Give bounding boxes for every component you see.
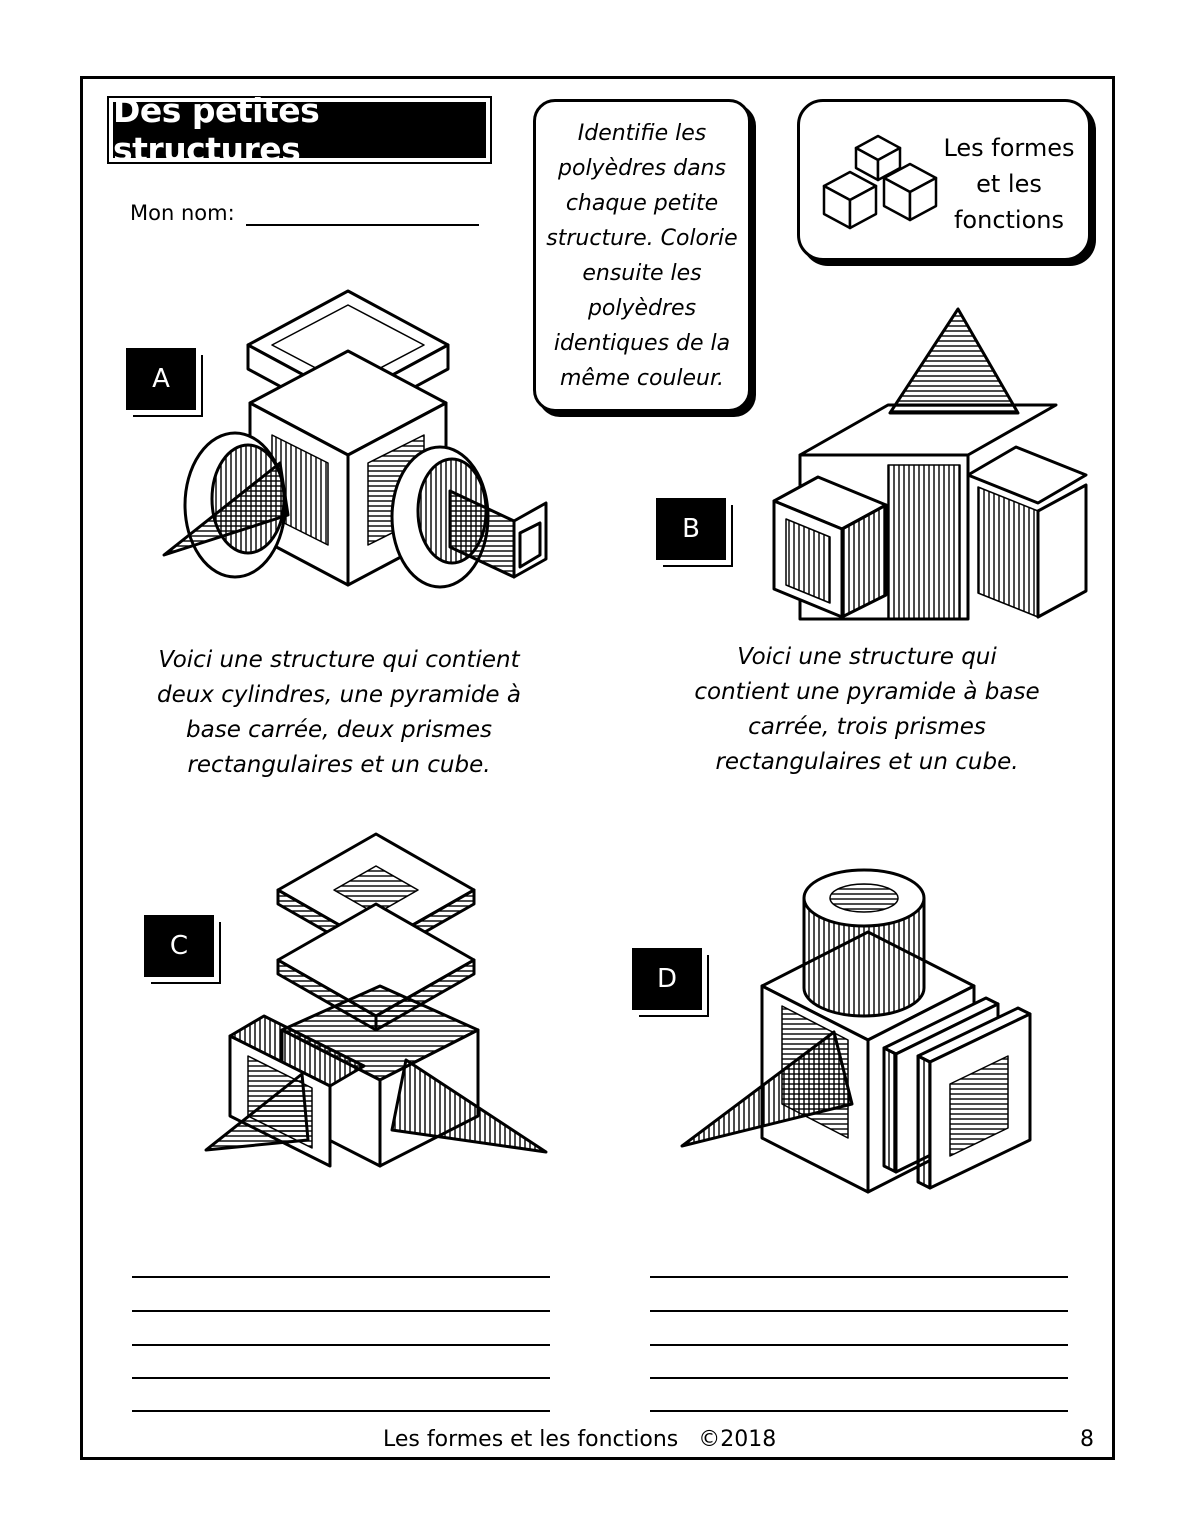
answer-line[interactable] (132, 1377, 550, 1379)
structure-b-description: Voici une structure qui contient une pyr… (694, 644, 1040, 775)
structure-label-c: C (144, 915, 214, 977)
answer-line[interactable] (650, 1410, 1068, 1412)
name-label: Mon nom: (130, 201, 235, 225)
series-logo-text: Les formes et les fonctions (932, 130, 1086, 238)
footer-text: Les formes et les fonctions (383, 1427, 679, 1452)
instructions-box: Identifie les polyèdres dans chaque peti… (533, 99, 751, 412)
structure-label-d: D (632, 948, 702, 1010)
answer-line[interactable] (132, 1344, 550, 1346)
logo-line: et les (976, 170, 1042, 198)
structure-d-drawing[interactable] (678, 858, 1053, 1198)
footer: Les formes et les fonctions ©2018 (383, 1427, 776, 1452)
structure-a-drawing[interactable] (160, 285, 560, 595)
structure-c-drawing[interactable] (204, 830, 554, 1170)
title-banner: Des petites structures (107, 91, 492, 169)
answer-line[interactable] (650, 1276, 1068, 1278)
logo-line: fonctions (953, 206, 1064, 234)
structure-label-a: A (126, 348, 196, 410)
answer-line[interactable] (650, 1310, 1068, 1312)
answer-line[interactable] (650, 1344, 1068, 1346)
page-title: Des petites structures (113, 91, 486, 169)
name-field-line[interactable] (246, 224, 479, 226)
answer-line[interactable] (132, 1310, 550, 1312)
footer-copyright: ©2018 (698, 1427, 777, 1452)
structure-a-description: Voici une structure qui contient deux cy… (156, 647, 521, 778)
page-number: 8 (1080, 1427, 1094, 1452)
answer-line[interactable] (132, 1410, 550, 1412)
structure-b-drawing[interactable] (768, 305, 1093, 625)
series-logo-box: Les formes et les fonctions (797, 99, 1091, 261)
logo-line: Les formes (943, 134, 1075, 162)
stacked-cubes-icon (822, 134, 938, 230)
answer-line[interactable] (132, 1276, 550, 1278)
instructions-text: Identifie les polyèdres dans chaque peti… (546, 120, 738, 391)
answer-line[interactable] (650, 1377, 1068, 1379)
page-frame (80, 76, 1115, 1460)
structure-label-b: B (656, 498, 726, 560)
